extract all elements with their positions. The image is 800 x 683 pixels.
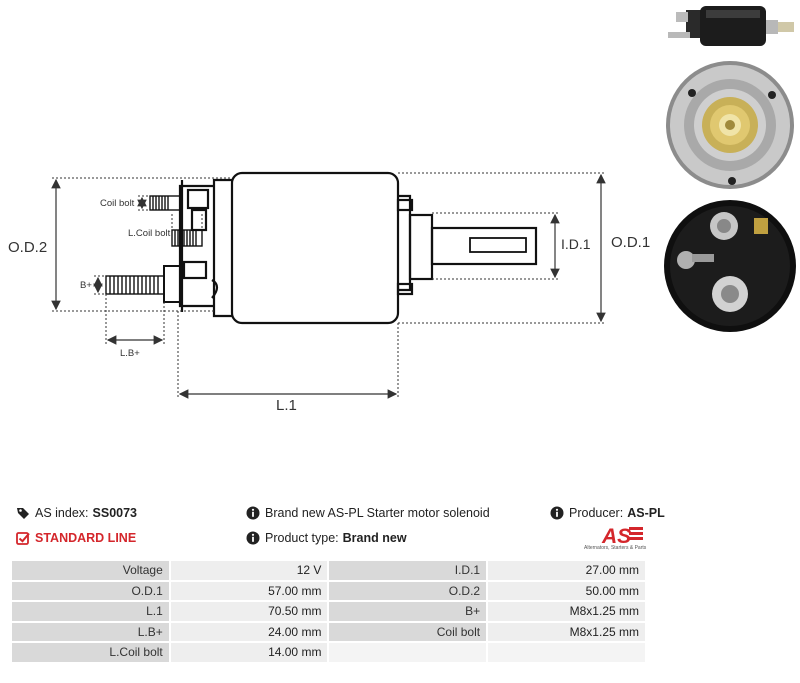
info-icon [550,506,564,520]
l1-label: L.1 [276,397,297,414]
producer-value: AS-PL [627,506,665,520]
spec-value: 70.50 mm [170,602,328,621]
l-coil-bolt-label: L.Coil bolt [128,228,171,239]
as-index-label: AS index: [35,506,89,520]
product-photo-side [668,6,794,46]
b-plus-stud [105,265,181,303]
producer-label: Producer: [569,506,624,520]
spec-value: 12 V [170,561,328,580]
spec-value: M8x1.25 mm [488,602,645,621]
spec-label: L.1 [12,602,169,621]
product-type-value: Brand new [342,531,407,545]
table-row: L.Coil bolt 14.00 mm [12,643,645,662]
spec-label: I.D.1 [329,561,487,580]
spec-value: 27.00 mm [488,561,645,580]
as-index: AS index: SS0073 [16,506,137,520]
table-row: L.1 70.50 mm B+ M8x1.25 mm [12,602,645,621]
standard-line-text: STANDARD LINE [35,531,137,545]
tag-icon [17,508,29,519]
spec-label: Voltage [12,561,169,580]
spec-value: 57.00 mm [170,581,328,600]
spec-label: L.Coil bolt [12,643,169,662]
spec-label: B+ [329,602,487,621]
product-type-label: Product type: [265,531,339,545]
od1-label: O.D.1 [611,234,650,251]
od2-label: O.D.2 [8,239,47,256]
id1-label: I.D.1 [561,236,591,252]
solenoid-body [178,171,538,325]
spec-value: 50.00 mm [488,581,645,600]
table-row: Voltage 12 V I.D.1 27.00 mm [12,561,645,580]
spec-value: 14.00 mm [170,643,328,662]
b-plus-label: B+ [80,280,92,291]
spec-label: Coil bolt [329,622,487,641]
product-photo-terminals [664,200,796,332]
logo-tagline: Alternators, Starters & Parts [584,545,647,551]
table-row: L.B+ 24.00 mm Coil bolt M8x1.25 mm [12,622,645,641]
spec-empty-cell [488,643,645,662]
producer: Producer: AS-PL [550,506,665,520]
spec-label: L.B+ [12,622,169,641]
table-row: O.D.1 57.00 mm O.D.2 50.00 mm [12,581,645,600]
info-icon [246,531,260,545]
standard-line: STANDARD LINE [16,531,136,545]
spec-label: O.D.2 [329,581,487,600]
description-text: Brand new AS-PL Starter motor solenoid [265,506,490,520]
info-icon [246,506,260,520]
spec-empty-cell [329,643,487,662]
coil-bolt [149,195,203,247]
coil-bolt-label: Coil bolt [100,198,135,209]
product-photo-front [666,61,794,189]
spec-value: 24.00 mm [170,622,328,641]
specifications-table: Voltage 12 V I.D.1 27.00 mm O.D.1 57.00 … [10,559,647,664]
solenoid-technical-drawing: O.D.2 O.D.1 I.D.1 L.1 Coil bolt L.Coil b… [8,171,650,414]
as-pl-logo: AS [601,525,643,548]
logo-text: AS [601,525,631,548]
product-description: Brand new AS-PL Starter motor solenoid [246,506,490,520]
spec-label: O.D.1 [12,581,169,600]
as-index-value: SS0073 [92,506,137,520]
check-square-icon [16,532,30,545]
spec-value: M8x1.25 mm [488,622,645,641]
product-type: Product type: Brand new [246,531,407,545]
l-b-plus-label: L.B+ [120,348,140,359]
